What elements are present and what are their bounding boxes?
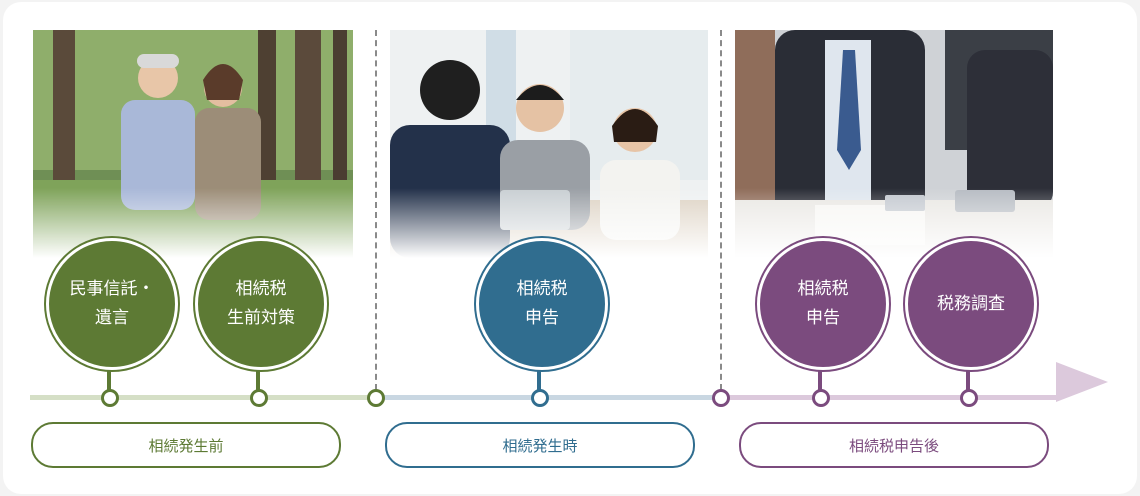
photo-business-meeting [735, 30, 1053, 258]
timeline-dot [250, 389, 268, 407]
service-circle-label: 相続税 生前対策 [227, 279, 295, 328]
timeline-segment-before [30, 395, 375, 400]
circle-stem [256, 360, 260, 390]
service-circle-label: 民事信託・ 遺言 [69, 279, 155, 328]
phase-label: 相続発生時 [502, 436, 578, 455]
timeline-segment-after [720, 395, 1060, 400]
phase-pill-after: 相続税申告後 [739, 422, 1049, 468]
service-circle-trust-will[interactable]: 民事信託・ 遺言 [46, 238, 178, 370]
service-circle-label: 税務調査 [937, 293, 1005, 314]
timeline-dot [960, 389, 978, 407]
timeline-dot [367, 389, 385, 407]
photo-senior-couple [33, 30, 353, 258]
photo-consultation [390, 30, 708, 258]
timeline-dot [531, 389, 549, 407]
phase-label: 相続税申告後 [848, 436, 939, 455]
timeline-dot [712, 389, 730, 407]
phase-pill-during: 相続発生時 [385, 422, 695, 468]
service-circle-tax-filing-after[interactable]: 相続税 申告 [757, 238, 889, 370]
circle-stem [818, 360, 822, 390]
phase-divider [375, 30, 377, 390]
timeline-dot [812, 389, 830, 407]
circle-stem [107, 360, 111, 390]
phase-label: 相続発生前 [148, 436, 224, 455]
service-circle-tax-filing[interactable]: 相続税 申告 [476, 238, 608, 370]
service-circle-tax-audit[interactable]: 税務調査 [905, 238, 1037, 370]
circle-stem [966, 360, 970, 390]
service-circle-label: 相続税 申告 [516, 279, 568, 328]
service-circle-pre-planning[interactable]: 相続税 生前対策 [195, 238, 327, 370]
timeline-dot [101, 389, 119, 407]
circle-stem [537, 360, 541, 390]
phase-pill-before: 相続発生前 [31, 422, 341, 468]
service-circle-label: 相続税 申告 [797, 279, 849, 328]
phase-divider [720, 30, 722, 390]
timeline-arrow-icon [1056, 362, 1108, 402]
